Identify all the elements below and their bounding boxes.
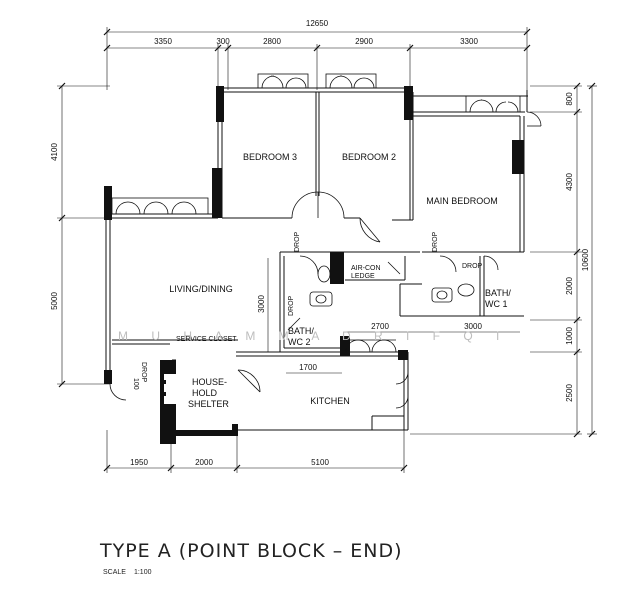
drop-label-closet: DROP	[140, 362, 147, 383]
room-label-bath1-2: WC 1	[485, 299, 508, 309]
drop-labels: DROP DROP DROP DROP 100 DROP	[132, 231, 483, 389]
dimension-lines	[57, 27, 597, 473]
room-label-bath2-2: WC 2	[288, 337, 311, 347]
shelter-hatch	[160, 360, 166, 444]
dim-right-4: 1000	[565, 327, 574, 345]
dim-bottom-1: 1950	[130, 458, 148, 467]
dim-right-3: 2000	[565, 277, 574, 295]
room-label-bedroom2: BEDROOM 2	[342, 152, 396, 162]
dim-right-2: 4300	[565, 173, 574, 191]
room-label-shelter-3: SHELTER	[188, 399, 229, 409]
dim-left-2: 5000	[50, 292, 59, 310]
room-labels: BEDROOM 3 BEDROOM 2 MAIN BEDROOM LIVING/…	[169, 152, 511, 409]
plan-title: TYPE A (POINT BLOCK – END)	[100, 540, 403, 562]
drop-label-bedroom: DROP	[294, 231, 301, 252]
room-label-shelter-1: HOUSE-	[192, 377, 227, 387]
dim-bottom-3: 5100	[311, 458, 329, 467]
dim-corridor: 2700	[371, 322, 389, 331]
room-label-aircon-1: AIR-CON	[351, 265, 381, 272]
thin-walls	[105, 87, 528, 431]
room-label-shelter-2: HOLD	[192, 388, 218, 398]
structural-walls	[104, 86, 524, 444]
room-label-bath1-1: BATH/	[485, 288, 511, 298]
watermark: M U H A M M A D R I F Q I	[118, 329, 509, 343]
dim-bath2-height: 3000	[257, 295, 266, 313]
dim-top-1: 3350	[154, 37, 172, 46]
floor-plan: 12650 3350 300 2800 2900 3300 4100 5000 …	[50, 19, 597, 473]
drop-label-main: DROP	[432, 231, 439, 252]
dimension-text: 12650 3350 300 2800 2900 3300 4100 5000 …	[50, 19, 590, 467]
dim-top-3: 2800	[263, 37, 281, 46]
fixtures	[287, 261, 475, 331]
dim-top-2: 300	[216, 37, 230, 46]
plan-scale: SCALE 1:100	[103, 569, 160, 576]
scale-label: SCALE	[103, 569, 126, 576]
room-label-bedroom3: BEDROOM 3	[243, 152, 297, 162]
drop-label-bath1: DROP	[462, 263, 483, 270]
dim-top-total: 12650	[306, 19, 329, 28]
windows	[111, 73, 542, 409]
dim-bottom-2: 2000	[195, 458, 213, 467]
room-label-main-bedroom: MAIN BEDROOM	[426, 196, 498, 206]
dim-top-4: 2900	[355, 37, 373, 46]
dim-right-5: 2500	[565, 384, 574, 402]
dim-left-1: 4100	[50, 143, 59, 161]
room-label-kitchen: KITCHEN	[310, 396, 350, 406]
room-label-aircon-2: LEDGE	[351, 273, 375, 280]
dim-top-5: 3300	[460, 37, 478, 46]
dim-bath1-width: 3000	[464, 322, 482, 331]
room-label-service-closet: SERVICE CLOSET	[176, 336, 237, 343]
room-label-living-dining: LIVING/DINING	[169, 284, 233, 294]
dim-right-1: 800	[565, 92, 574, 106]
dim-right-total: 10600	[581, 248, 590, 271]
door-swings	[109, 191, 499, 401]
drop-label-100: 100	[132, 378, 139, 390]
scale-value: 1:100	[133, 569, 152, 576]
dim-kitchen-entry: 1700	[299, 363, 317, 372]
room-label-bath2-1: BATH/	[288, 326, 314, 336]
drop-label-bath2: DROP	[288, 295, 295, 316]
